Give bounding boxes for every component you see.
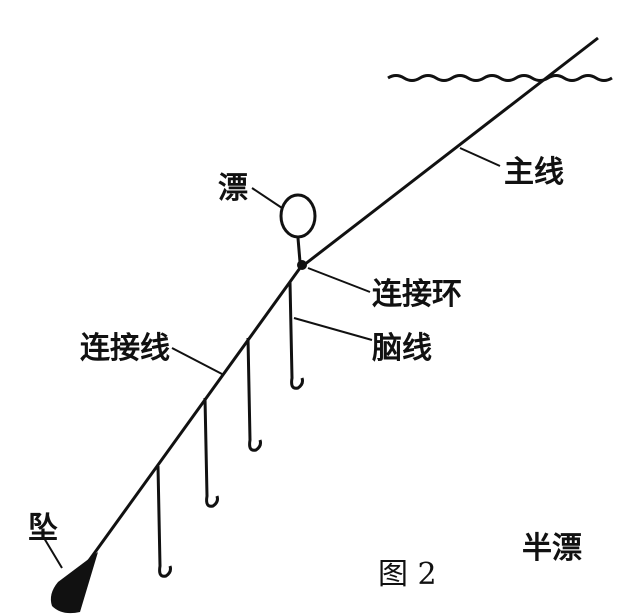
figure-caption: 图 2 xyxy=(378,557,437,592)
float xyxy=(279,193,317,239)
branch-hook xyxy=(203,397,219,508)
leader-branch-line xyxy=(293,317,373,341)
diagram-title: 半漂 xyxy=(522,531,582,566)
leader-float xyxy=(251,187,283,209)
connecting-line xyxy=(73,267,302,581)
leader-connecting-line xyxy=(171,347,223,375)
label-branch-line: 脑线 xyxy=(372,331,432,366)
label-connector-ring: 连接环 xyxy=(372,277,462,312)
float-stem xyxy=(296,237,302,263)
branch-hook xyxy=(246,337,262,452)
label-sinker: 坠 xyxy=(28,511,58,546)
main-line xyxy=(299,36,599,270)
water-surface xyxy=(387,74,613,82)
connector-ring xyxy=(297,260,307,270)
sinker xyxy=(50,552,98,614)
label-float: 漂 xyxy=(218,171,248,206)
leader-sinker xyxy=(43,537,63,569)
leader-main-line xyxy=(459,147,501,167)
branch-hook xyxy=(156,465,172,578)
label-connecting-line: 连接线 xyxy=(80,331,170,366)
label-main-line: 主线 xyxy=(504,155,564,190)
leader-connector-ring xyxy=(307,267,371,293)
branch-hook xyxy=(288,281,304,390)
